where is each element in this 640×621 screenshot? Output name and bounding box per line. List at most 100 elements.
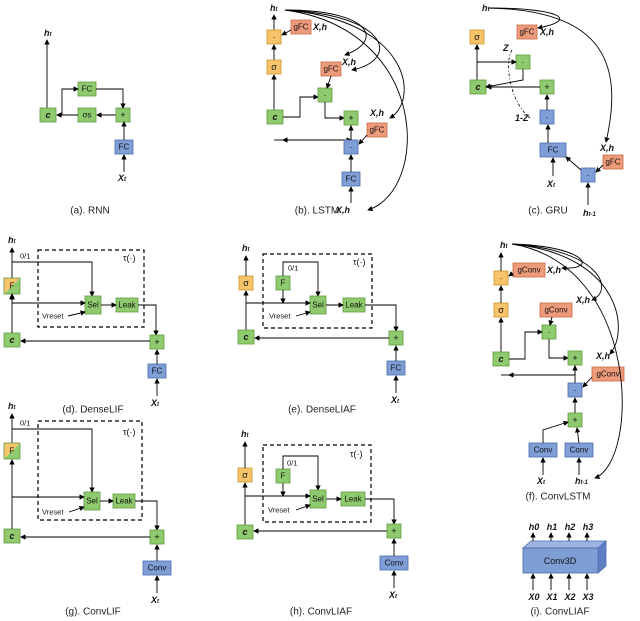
cl-gconv-2 [539,302,573,318]
svg-text:X,h: X,h [341,57,357,67]
svg-text:Leak: Leak [345,301,363,310]
svg-text:X,h: X,h [595,351,611,361]
svg-text:Sel: Sel [87,301,99,310]
svg-text:X,h: X,h [575,295,591,305]
svg-text:ht: ht [241,429,250,439]
svg-text:Xt: Xt [150,398,160,408]
svg-text:·: · [548,327,551,337]
svg-text:0/1: 0/1 [288,264,298,273]
svg-text:X,h: X,h [599,143,615,153]
svg-text:Conv: Conv [534,446,553,455]
svg-text:FC: FC [391,364,402,373]
svg-text:X3: X3 [581,592,593,602]
svg-text:Conv: Conv [385,559,404,568]
cl-gconv-3 [591,366,625,382]
svg-text:ht: ht [8,235,17,245]
svg-text:h2: h2 [565,522,576,532]
svg-text:X,h: X,h [539,27,555,37]
svg-text:·: · [546,112,549,122]
svg-text:τ(·): τ(·) [350,449,363,459]
svg-text:ht: ht [44,28,53,38]
svg-text:τ(·): τ(·) [353,257,366,267]
svg-text:Vreset: Vreset [42,508,64,517]
svg-text:Conv: Conv [570,446,589,455]
svg-text:ht-1: ht-1 [583,208,596,218]
svg-text:+: + [120,110,125,120]
svg-text:X,h: X,h [546,265,562,275]
svg-text:X,h: X,h [369,108,385,118]
svg-text:σ: σ [243,278,249,288]
svg-text:Conv: Conv [148,564,167,573]
svg-text:+: + [544,82,549,92]
svg-text:gFC: gFC [323,65,338,74]
svg-text:σ: σ [271,62,277,72]
svg-text:+: + [572,353,577,363]
svg-text:c: c [9,531,14,541]
gfc-box-3 [366,122,388,138]
svg-text:Xt: Xt [390,395,400,405]
svg-text:c: c [242,527,247,537]
gru-gfc-1 [516,24,538,40]
svg-text:c: c [45,110,50,120]
svg-text:Leak: Leak [115,497,133,506]
svg-text:1-Z: 1-Z [515,113,529,123]
svg-text:Xt: Xt [150,595,160,605]
svg-text:Sel: Sel [86,497,98,506]
svg-text:τ(·): τ(·) [123,427,136,437]
caption-convlstm: (f). ConvLSTM [525,492,590,503]
caption-denselif: (d). DenseLIF [62,405,123,416]
svg-text:X0: X0 [527,592,539,602]
svg-text:F: F [10,447,15,456]
conv3d-block [522,547,599,574]
svg-text:c: c [272,112,277,122]
gru-sigma [469,29,485,45]
svg-text:·: · [500,273,503,283]
svg-text:FC: FC [152,367,163,376]
gru-gfc-2 [602,154,624,170]
svg-text:·: · [522,57,525,67]
svg-text:+: + [572,415,577,425]
svg-text:0/1: 0/1 [287,459,297,468]
svg-text:+: + [393,333,398,343]
svg-text:·: · [324,90,327,100]
svg-text:ht-1: ht-1 [575,476,588,486]
convlif-f [3,442,21,460]
svg-text:+: + [348,113,353,123]
svg-text:·: · [574,385,577,395]
panel-denseliaf: ht σ τ(·) 0/1 F Sel Leak Vreset c + FC X… [237,243,406,416]
panel-convliaf: ht σ τ(·) 0/1 F Sel Leak Vreset c + Conv… [236,429,409,618]
panel-convlstm: ht · gConv X,h σ gConv X,h · c + X,h gCo… [492,240,625,503]
svg-text:τ(·): τ(·) [123,253,136,263]
tau-box [262,444,372,523]
svg-text:gFC: gFC [605,158,620,167]
svg-text:0/1: 0/1 [20,419,30,428]
caption-rnn: (a). RNN [70,206,109,217]
caption-convliaf-i: (i). ConvLIAF [531,607,590,618]
svg-text:Xt: Xt [536,476,546,486]
svg-text:c: c [243,332,248,342]
svg-text:Xt: Xt [388,590,398,600]
svg-text:gConv: gConv [596,370,619,379]
svg-text:X,h: X,h [335,205,351,215]
gfc-box-1 [290,19,312,35]
svg-text:FC: FC [82,85,93,94]
svg-text:0/1: 0/1 [20,252,30,261]
svg-text:+: + [154,532,159,542]
out-gate-dot [266,29,282,45]
svg-text:FC: FC [548,146,559,155]
tau-box [37,420,143,521]
svg-text:Xt: Xt [117,173,127,183]
svg-text:·: · [350,142,353,152]
svg-text:ht: ht [270,3,279,13]
svg-text:σ: σ [498,305,504,315]
svg-text:X2: X2 [563,592,575,602]
svg-text:gConv: gConv [517,266,540,275]
svg-text:Sel: Sel [312,301,324,310]
svg-text:·: · [273,32,276,42]
svg-text:FC: FC [346,175,357,184]
svg-text:gFC: gFC [293,23,308,32]
caption-denseliaf: (e). DenseLIAF [288,405,356,416]
svg-text:Leak: Leak [118,301,136,310]
svg-text:Vreset: Vreset [42,312,64,321]
svg-text:gFC: gFC [519,28,534,37]
